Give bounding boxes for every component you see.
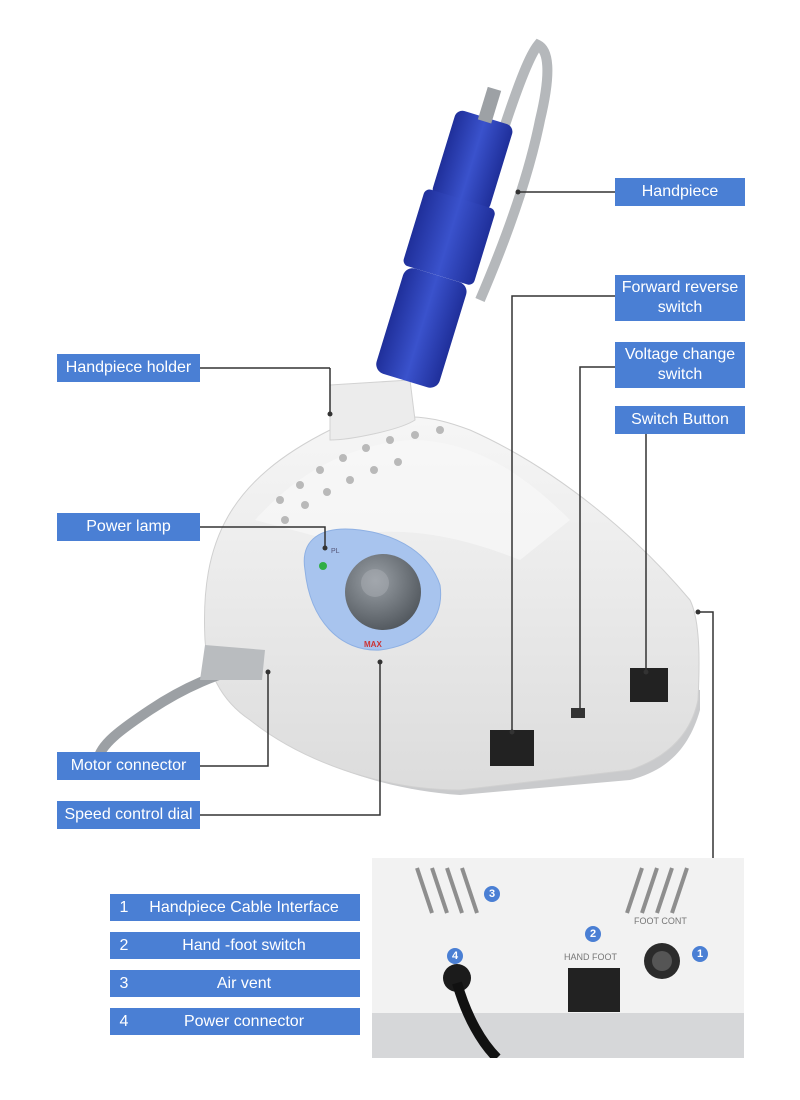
motor-connector-plug (200, 645, 265, 680)
legend-item: 2 Hand -foot switch (110, 932, 360, 959)
callout-handpiece: Handpiece (615, 178, 745, 206)
callout-motor-connector: Motor connector (57, 752, 200, 780)
legend-item: 4 Power connector (110, 1008, 360, 1035)
inset-air-vents (415, 867, 689, 914)
handpiece-cable (475, 38, 553, 302)
callout-voltage-change-switch: Voltage change switch (615, 342, 745, 388)
port-label-foot-cont: FOOT CONT (634, 916, 687, 926)
air-holes (276, 426, 444, 524)
rear-panel-inset: HAND FOOT FOOT CONT 1 2 3 4 (372, 858, 744, 1058)
hand-foot-switch-port (568, 968, 620, 1012)
legend-item: 1 Handpiece Cable Interface (110, 894, 360, 921)
callout-switch-button: Switch Button (615, 406, 745, 434)
callout-speed-control-dial: Speed control dial (57, 801, 200, 829)
port-label-hand-foot: HAND FOOT (564, 952, 617, 962)
marker-4: 4 (447, 948, 463, 964)
callout-handpiece-holder: Handpiece holder (57, 354, 200, 382)
power-lamp-led (319, 562, 327, 570)
marker-1: 1 (692, 946, 708, 962)
rear-panel-illustration (372, 858, 744, 1058)
legend-item: 3 Air vent (110, 970, 360, 997)
dial-max-label: MAX (364, 640, 382, 649)
switch-button-shape (630, 668, 668, 702)
callout-forward-reverse-switch: Forward reverse switch (615, 275, 745, 321)
marker-2: 2 (585, 926, 601, 942)
leader-lines (200, 191, 714, 858)
handpiece (376, 86, 513, 388)
handpiece-holder (329, 379, 416, 441)
leader-dots (265, 189, 701, 735)
marker-3: 3 (484, 886, 500, 902)
forward-reverse-switch (490, 730, 534, 766)
callout-power-lamp: Power lamp (57, 513, 200, 541)
power-connector-port (443, 964, 471, 992)
lamp-label: PL (331, 548, 340, 555)
